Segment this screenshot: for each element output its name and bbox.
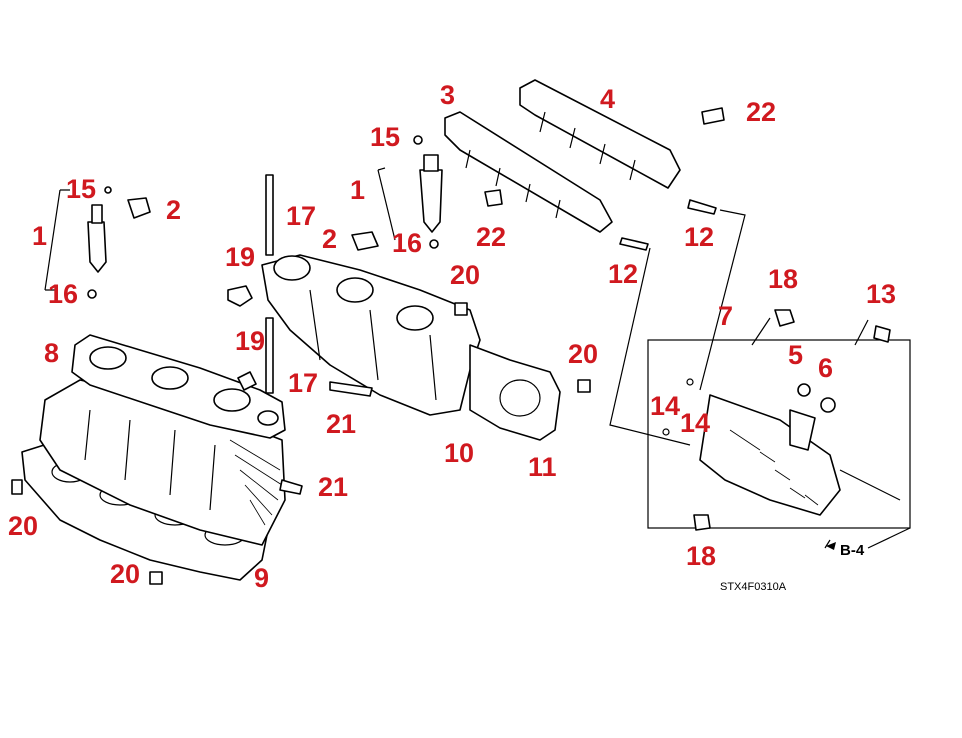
nut-20-left xyxy=(11,479,23,495)
nut-20-center xyxy=(454,302,468,316)
stud-17-upper xyxy=(265,174,274,256)
callout-20-bottom: 20 xyxy=(110,559,140,589)
bolt-22-upper xyxy=(701,107,725,125)
callout-1-center: 1 xyxy=(350,175,365,205)
upper-manifold-body xyxy=(261,254,481,416)
callout-19-upper: 19 xyxy=(225,242,255,272)
injector-clip-center xyxy=(351,231,379,251)
callout-20-center: 20 xyxy=(450,260,480,290)
callout-2-left: 2 xyxy=(166,195,181,225)
nut-18-upper xyxy=(774,309,795,327)
fitting-12-lower xyxy=(619,237,649,251)
callout-22-upper: 22 xyxy=(746,97,776,127)
bolt-21-left xyxy=(279,479,303,495)
callout-15-left: 15 xyxy=(66,174,96,204)
callout-18-lower: 18 xyxy=(686,541,716,571)
callout-6: 6 xyxy=(818,353,833,383)
grommet-5 xyxy=(797,383,811,397)
callout-2-center: 2 xyxy=(322,224,337,254)
grommet-6 xyxy=(820,397,836,413)
upper-manifold-assembly xyxy=(261,254,591,441)
callout-17-upper: 17 xyxy=(286,201,316,231)
callout-16-center: 16 xyxy=(392,228,422,258)
callout-9: 9 xyxy=(254,563,269,593)
stud-hardware xyxy=(227,174,274,394)
fuel-line-assembly xyxy=(609,209,911,549)
callout-17-lower: 17 xyxy=(288,368,318,398)
fuel-rail-lower xyxy=(444,111,613,233)
callout-4: 4 xyxy=(600,84,615,114)
callout-8: 8 xyxy=(44,338,59,368)
upper-manifold-gasket xyxy=(469,344,561,441)
callout-5: 5 xyxy=(788,340,803,370)
callout-11: 11 xyxy=(528,452,557,482)
callout-18-upper: 18 xyxy=(768,264,798,294)
callout-10: 10 xyxy=(444,438,474,468)
callout-12-lower: 12 xyxy=(608,259,638,289)
fuel-rail-assembly xyxy=(444,79,725,251)
callout-7: 7 xyxy=(718,301,733,331)
fitting-12-upper xyxy=(687,199,717,215)
nut-20-bottom xyxy=(149,571,163,585)
callout-1-left: 1 xyxy=(32,221,47,251)
callout-14-right: 14 xyxy=(680,408,710,438)
callout-19-lower: 19 xyxy=(235,326,265,356)
nut-18-lower xyxy=(693,514,711,531)
callout-21-left: 21 xyxy=(318,472,348,502)
center-injector-group xyxy=(351,135,443,251)
callout-20-far-left: 20 xyxy=(8,511,38,541)
injector-clip-left xyxy=(127,197,151,219)
callout-15-center: 15 xyxy=(370,122,400,152)
bolt-21-center xyxy=(329,381,373,397)
callout-20-right: 20 xyxy=(568,339,598,369)
callout-13: 13 xyxy=(866,279,896,309)
callout-labels: 15 2 1 16 8 20 20 9 21 17 19 19 17 21 10… xyxy=(8,80,896,593)
fuel-injector-left xyxy=(87,221,107,273)
reference-marker: B-4 xyxy=(826,542,865,559)
nut-19-lower xyxy=(237,371,257,391)
nut-19-upper xyxy=(227,285,253,307)
callout-16-left: 16 xyxy=(48,279,78,309)
intake-manifold-assembly xyxy=(11,186,303,585)
bolt-22-lower xyxy=(484,189,503,207)
reference-label: B-4 xyxy=(840,542,865,559)
fuel-injector-center xyxy=(419,169,443,233)
fuel-rail-upper xyxy=(519,79,681,189)
figure-code: STX4F0310A xyxy=(720,581,787,593)
callout-14-left: 14 xyxy=(650,391,680,421)
nut-20-right xyxy=(577,379,591,393)
callout-21-center: 21 xyxy=(326,409,356,439)
callout-3: 3 xyxy=(440,80,455,110)
hose-clamp xyxy=(789,409,816,451)
callout-12-upper: 12 xyxy=(684,222,714,252)
callout-22-lower: 22 xyxy=(476,222,506,252)
nut-13 xyxy=(873,325,891,343)
stud-17-lower xyxy=(265,317,274,394)
fuel-feed-hose xyxy=(699,394,841,516)
